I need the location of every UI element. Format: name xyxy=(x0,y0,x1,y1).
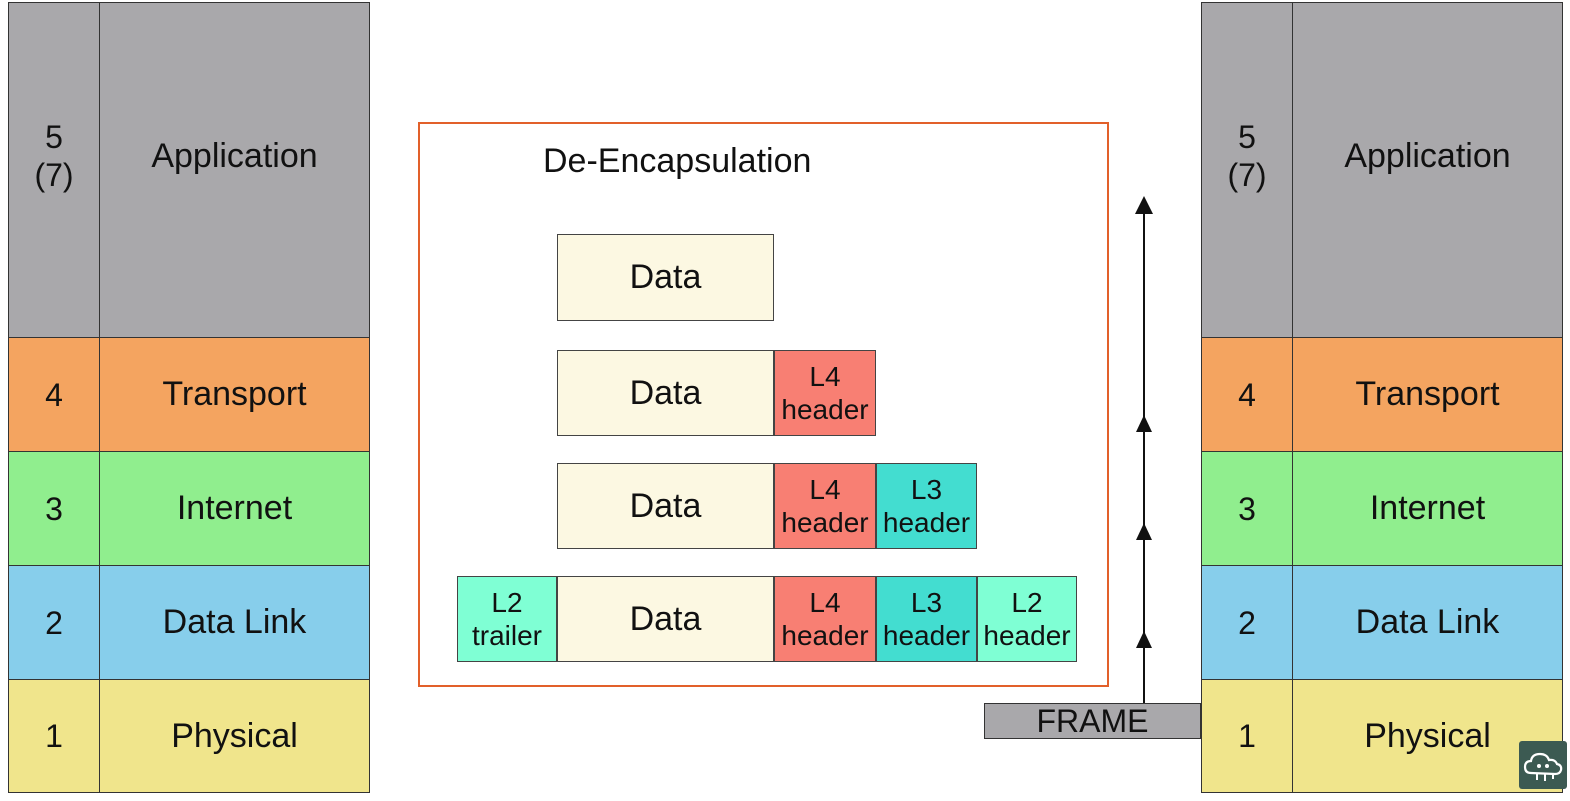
layer-number: 4 xyxy=(1202,338,1293,451)
data-box: Data xyxy=(557,463,774,549)
layer-name: Physical xyxy=(171,716,298,755)
arrow-up-icon xyxy=(1136,631,1152,648)
cloud-circuit-logo-icon xyxy=(1519,741,1567,789)
left-layer-physical: 1 Physical xyxy=(8,679,370,793)
layer-number: 5 (7) xyxy=(1202,3,1293,337)
l4-header-box: L4 header xyxy=(774,463,876,549)
layer-name: Data Link xyxy=(1355,603,1500,641)
layer-number: 1 xyxy=(9,680,100,792)
data-box: Data xyxy=(557,350,774,436)
layer-number: 3 xyxy=(1202,452,1293,565)
right-layer-data-link: 2 Data Link xyxy=(1201,565,1563,680)
l4-header-box: L4 header xyxy=(774,576,876,662)
layer-name: Internet xyxy=(176,489,293,527)
layer-name: Data Link xyxy=(162,603,307,641)
layer-name: Application xyxy=(151,136,318,175)
arrow-up-icon xyxy=(1136,523,1152,540)
layer-name: Physical xyxy=(1364,716,1491,755)
panel-title: De-Encapsulation xyxy=(543,142,812,180)
layer-name: Internet xyxy=(1369,489,1486,527)
layer-number: 4 xyxy=(9,338,100,451)
layer-number: 2 xyxy=(1202,566,1293,679)
left-layer-transport: 4 Transport xyxy=(8,337,370,452)
l2-trailer-box: L2 trailer xyxy=(457,576,557,662)
layer-number: 1 xyxy=(1202,680,1293,792)
left-layer-data-link: 2 Data Link xyxy=(8,565,370,680)
layer-number: 5 (7) xyxy=(9,3,100,337)
layer-name: Transport xyxy=(162,375,307,413)
right-layer-internet: 3 Internet xyxy=(1201,451,1563,566)
arrow-up-icon xyxy=(1136,415,1152,432)
data-box: Data xyxy=(557,234,774,321)
layer-name: Application xyxy=(1344,136,1511,175)
l3-header-box: L3 header xyxy=(876,576,977,662)
frame-label: FRAME xyxy=(984,703,1201,739)
right-layer-application: 5 (7) Application xyxy=(1201,2,1563,338)
l2-header-box: L2 header xyxy=(977,576,1077,662)
right-layer-physical: 1 Physical xyxy=(1201,679,1563,793)
layer-number: 3 xyxy=(9,452,100,565)
left-layer-application: 5 (7) Application xyxy=(8,2,370,338)
l4-header-box: L4 header xyxy=(774,350,876,436)
l3-header-box: L3 header xyxy=(876,463,977,549)
de-encapsulation-panel xyxy=(418,122,1109,687)
data-box: Data xyxy=(557,576,774,662)
arrow-up-icon xyxy=(1135,196,1153,214)
layer-name: Transport xyxy=(1355,375,1500,413)
left-layer-internet: 3 Internet xyxy=(8,451,370,566)
layer-number: 2 xyxy=(9,566,100,679)
right-layer-transport: 4 Transport xyxy=(1201,337,1563,452)
